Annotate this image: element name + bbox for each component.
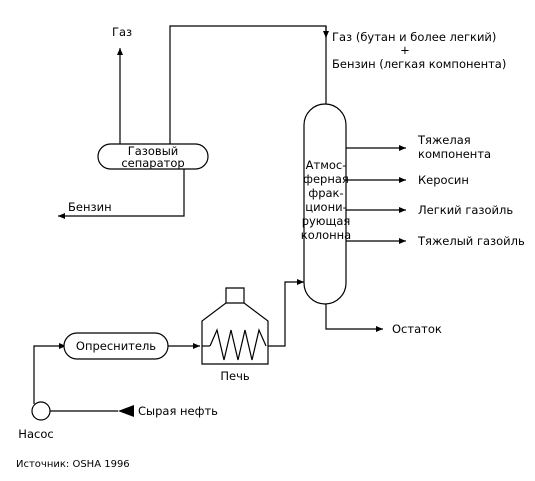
label-residue: Остаток	[392, 322, 442, 336]
pump-icon	[31, 401, 51, 421]
label-top-gas-1: Газ (бутан и более легкий)	[332, 30, 496, 44]
label-heavy-component-1: Тяжелая	[417, 133, 471, 147]
label-light-gasoil: Легкий газойль	[418, 203, 513, 217]
label-top-gas-2: Бензин (легкая компонента)	[332, 57, 506, 71]
label-column-6: колонна	[301, 228, 351, 242]
pump-to-desalter-line	[33, 343, 66, 404]
gasoline-outlet-line	[58, 168, 185, 219]
label-kerosene: Керосин	[418, 173, 469, 187]
label-heavy-component-2: компонента	[418, 147, 491, 161]
desalter-vessel	[63, 332, 169, 360]
label-desalter: Опреснитель	[76, 339, 156, 353]
label-source: Источник: OSHA 1996	[16, 459, 130, 470]
label-column-3: фрак-	[308, 186, 343, 200]
label-gas-separator-1: Газовый	[128, 144, 179, 158]
furnace-to-column-line	[266, 279, 304, 347]
label-column-4: циони-	[305, 200, 346, 214]
label-gas-top-left: Газ	[112, 25, 132, 39]
residue-line	[325, 304, 383, 332]
label-column-2: ферная	[303, 172, 349, 186]
label-crude-oil: Сырая нефть	[138, 404, 218, 418]
label-furnace: Печь	[220, 369, 250, 383]
label-column-1: Атмос-	[306, 158, 347, 172]
furnace	[201, 287, 269, 365]
label-pump: Насос	[18, 427, 53, 441]
label-top-gas-plus: +	[400, 43, 410, 57]
label-column-5: рующая	[302, 214, 351, 228]
label-gas-separator-2: сепаратор	[121, 156, 184, 170]
gas-separator	[97, 143, 209, 170]
crude-oil-arrow-icon	[118, 405, 134, 417]
overhead-vapor-line	[169, 25, 327, 144]
label-heavy-gasoil: Тяжелый газойль	[417, 234, 525, 248]
label-gasoline-left: Бензин	[68, 200, 112, 214]
distillation-column	[303, 103, 347, 305]
